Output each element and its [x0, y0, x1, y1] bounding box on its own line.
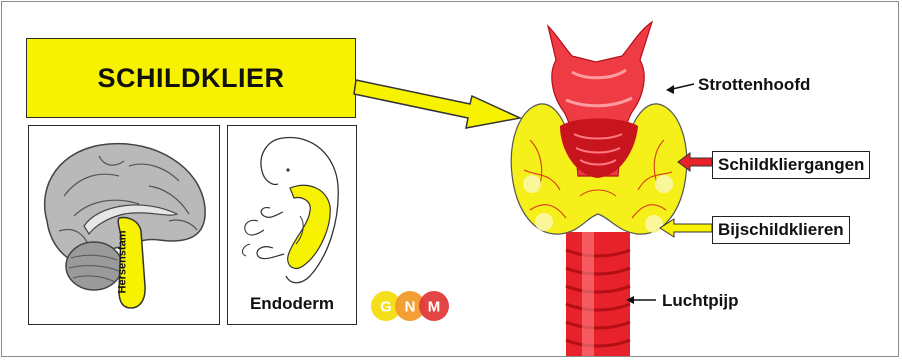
brain-panel: Hersenstam [28, 125, 220, 325]
gnm-logo-circles: G N M [368, 288, 464, 324]
logo-letter-n: N [405, 299, 416, 316]
logo-letter-g: G [380, 299, 392, 316]
endoderm-label: Endoderm [228, 294, 356, 314]
label-schildkliergangen: Schildkliergangen [712, 151, 870, 179]
brainstem-label: Hersenstam [116, 231, 128, 294]
embryo-panel: Endoderm [227, 125, 357, 325]
label-strottenhoofd: Strottenhoofd [698, 75, 810, 95]
brain-illustration [29, 126, 219, 324]
label-bijschildklieren: Bijschildklieren [712, 216, 850, 244]
label-luchtpijp: Luchtpijp [662, 291, 738, 311]
logo-letter-m: M [428, 299, 441, 316]
title-box: SCHILDKLIER [26, 38, 356, 118]
title-text: SCHILDKLIER [98, 63, 285, 94]
gnm-logo: G N M [368, 288, 464, 324]
